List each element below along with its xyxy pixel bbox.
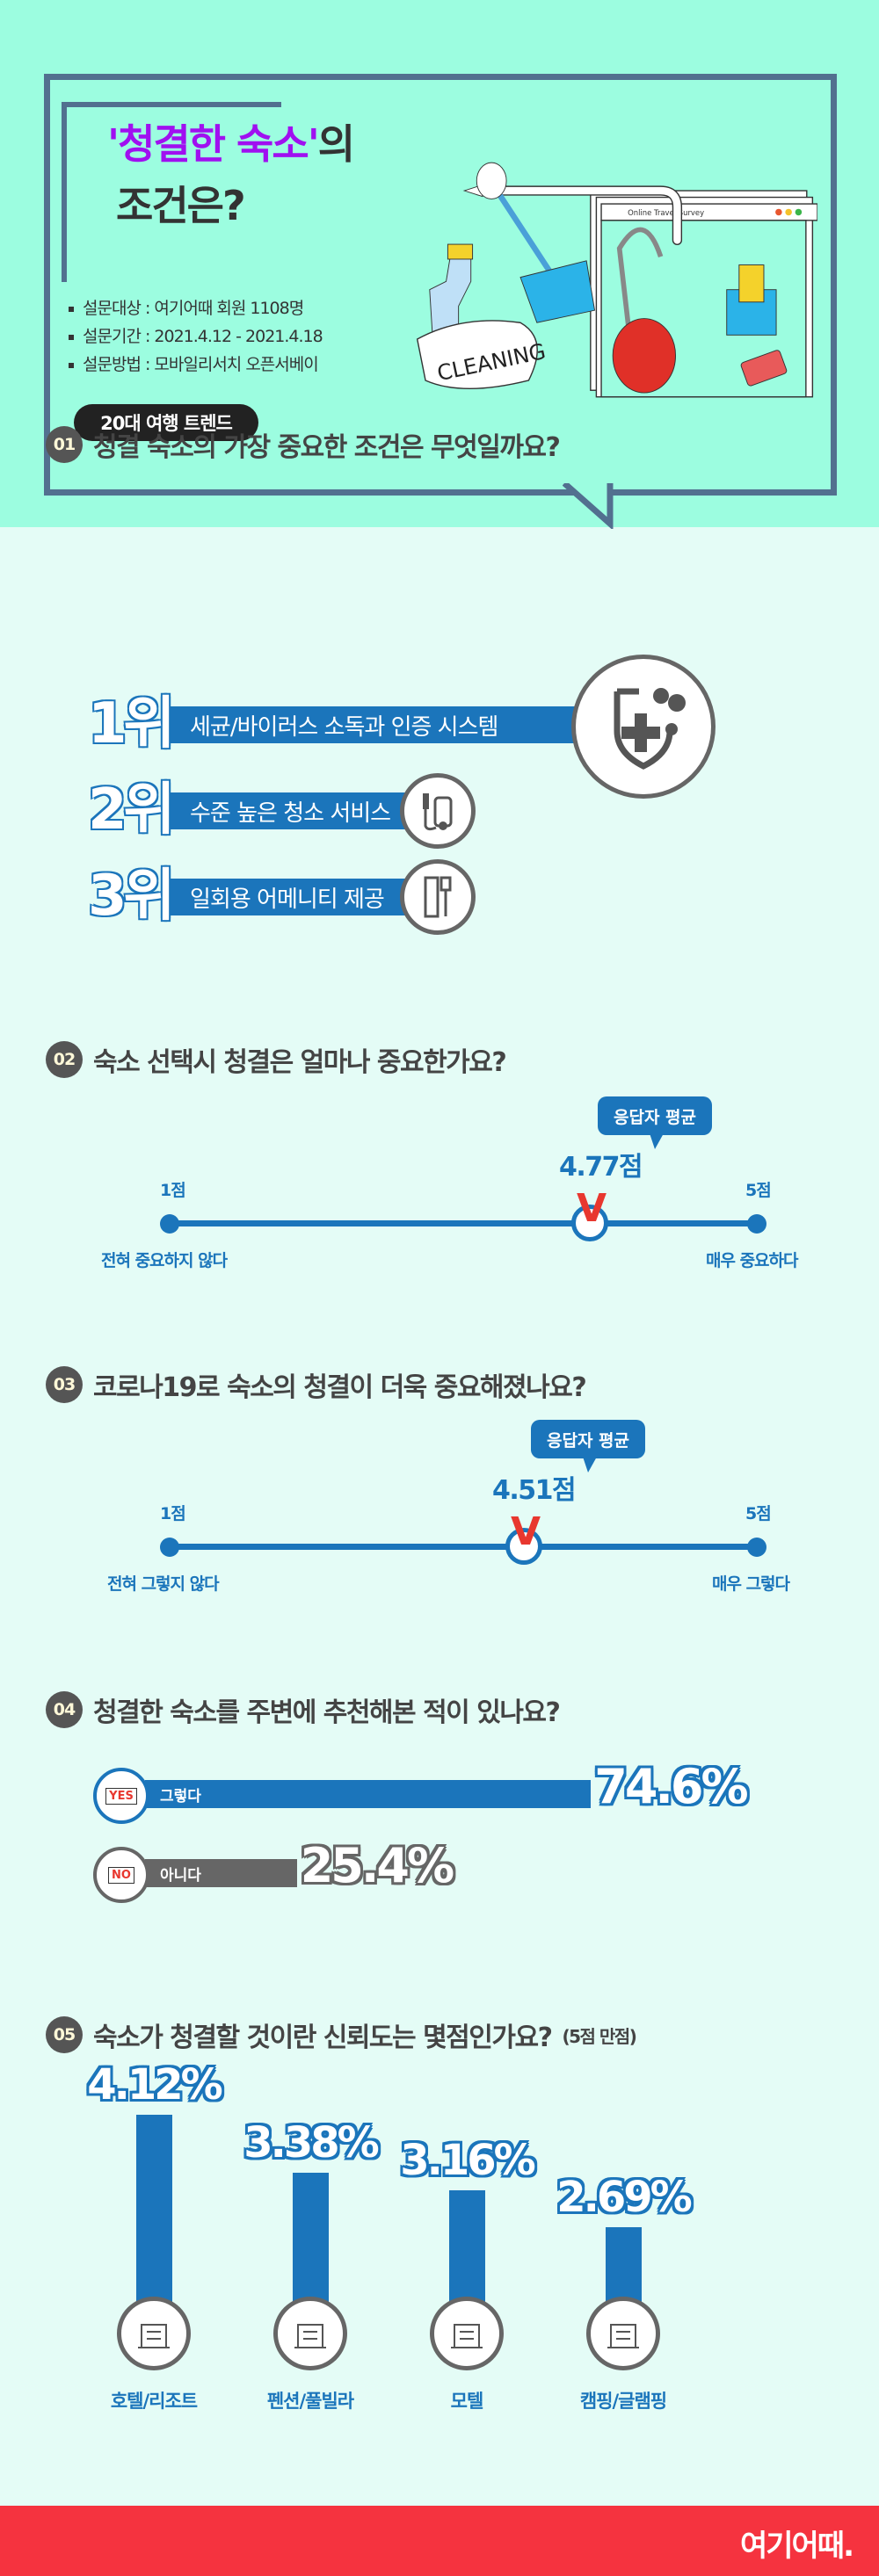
corner-line-top (62, 102, 281, 107)
q2-average-value: 4.77점 (559, 1152, 643, 1183)
trend-tag: 20대 여행 트렌드 (74, 404, 258, 441)
hotel-icon (117, 2297, 191, 2370)
q5-category-label: 호텔/리조트 (110, 2391, 198, 2412)
q3-max-dot (747, 1538, 766, 1557)
q5-bar (136, 2114, 172, 2302)
speech-bubble-frame (44, 74, 837, 496)
q4-heading: 04 청결한 숙소를 주변에 추천해본 적이 있나요? (46, 1690, 561, 1729)
q3-scale-line (170, 1544, 756, 1550)
q5-heading: 05 숙소가 청결할 것이란 신뢰도는 몇점인가요? (5점 만점) (46, 2015, 637, 2054)
q5-bar-value: 4.12% (87, 2059, 223, 2109)
q3-average-value: 4.51점 (492, 1475, 577, 1506)
q5-note: (5점 만점) (562, 2025, 636, 2047)
q5-category-label: 캠핑/글램핑 (579, 2391, 667, 2412)
q5-bar-value: 3.38% (243, 2118, 380, 2168)
q3-max-label: 5점 (745, 1504, 772, 1523)
rank-3-label: 3위 (88, 864, 175, 929)
q4-answer-value: 74.6% (594, 1759, 748, 1814)
rank-2-label: 2위 (88, 778, 175, 843)
yes-hand-icon: YES (105, 1787, 137, 1805)
q3-number-badge: 03 (46, 1366, 83, 1403)
q2-number-badge: 02 (46, 1041, 83, 1078)
q1-number-badge: 01 (46, 426, 83, 463)
q2-scale-line (170, 1220, 756, 1226)
q2-max-label: 5점 (745, 1181, 772, 1200)
q3-min-desc: 전혀 그렇지 않다 (107, 1574, 220, 1594)
pension-icon (273, 2297, 347, 2370)
corner-line-left (62, 102, 67, 282)
q2-average-bubble: 응답자 평균 (598, 1096, 712, 1149)
q3-max-desc: 매우 그렇다 (712, 1574, 790, 1594)
q2-max-dot (747, 1214, 766, 1234)
q5-bar-value: 3.16% (400, 2136, 536, 2186)
title-accent: '청결한 숙소' (107, 120, 320, 168)
survey-method: 설문방법 : 모바일리서치 오픈서베이 (69, 351, 319, 375)
survey-window-title: Online Travel Survey (628, 208, 704, 217)
q2-average-marker (571, 1205, 608, 1241)
q1-question: 청결 숙소의 가장 중요한 조건은 무엇일까요? (93, 432, 561, 463)
tent-icon (586, 2297, 660, 2370)
q4-answer-icon: YES (93, 1768, 149, 1824)
q5-bar (293, 2173, 329, 2302)
q3-average-bubble: 응답자 평균 (531, 1420, 645, 1473)
q5-bar (449, 2190, 485, 2302)
hero-banner: '청결한 숙소'의 조건은? 설문대상 : 여기어때 회원 1108명 설문기간… (0, 0, 879, 529)
q4-answer-bar (145, 1780, 592, 1808)
q2-min-desc: 전혀 중요하지 않다 (101, 1251, 228, 1270)
no-hand-icon: NO (108, 1866, 134, 1884)
rank-3-bar: 일회용 어메니티 제공 (167, 879, 413, 915)
q2-min-dot (160, 1214, 179, 1234)
q3-min-label: 1점 (160, 1504, 186, 1523)
survey-target: 설문대상 : 여기어때 회원 1108명 (69, 295, 304, 319)
q3-question: 코로나19로 숙소의 청결이 더욱 중요해졌나요? (93, 1372, 587, 1403)
q3-average-marker (505, 1528, 542, 1565)
q4-answer-label: 그렇다 (160, 1788, 201, 1805)
q4-number-badge: 04 (46, 1691, 83, 1728)
q5-bar-value: 2.69% (556, 2173, 693, 2223)
q3-heading: 03 코로나19로 숙소의 청결이 더욱 중요해졌나요? (46, 1365, 587, 1404)
vacuum-spray-icon (400, 773, 476, 849)
q1-heading: 01 청결 숙소의 가장 중요한 조건은 무엇일까요? (46, 425, 561, 464)
footer-bar: 여기어때. (0, 2506, 879, 2576)
rank-2-bar: 수준 높은 청소 서비스 (167, 792, 413, 829)
check-mark-icon: V (577, 1186, 607, 1231)
q4-answer-label: 아니다 (160, 1867, 201, 1885)
brand-logo: 여기어때. (739, 2529, 854, 2564)
title-line-1: '청결한 숙소'의 (107, 112, 355, 170)
q2-question: 숙소 선택시 청결은 얼마나 중요한가요? (93, 1047, 507, 1078)
q5-category-label: 펜션/풀빌라 (266, 2391, 354, 2412)
speech-bubble-tail (563, 483, 614, 529)
shield-virus-icon (571, 655, 716, 799)
title-suffix: 의 (317, 120, 355, 168)
q5-bar (606, 2227, 642, 2302)
rank-1-bar: 세균/바이러스 소독과 인증 시스템 (167, 706, 580, 743)
q4-answer-icon: NO (93, 1847, 149, 1903)
q4-answer-bar (145, 1859, 297, 1887)
q2-max-desc: 매우 중요하다 (706, 1251, 798, 1270)
motel-icon (430, 2297, 504, 2370)
title-line-2: 조건은? (116, 182, 246, 229)
q5-question: 숙소가 청결할 것이란 신뢰도는 몇점인가요? (93, 2022, 553, 2053)
q2-min-label: 1점 (160, 1181, 186, 1200)
cleaning-illustration: Online Travel Survey CLEANING (416, 162, 817, 398)
rank-1-label: 1위 (88, 691, 175, 756)
check-mark-icon: V (511, 1509, 541, 1554)
q2-heading: 02 숙소 선택시 청결은 얼마나 중요한가요? (46, 1040, 507, 1079)
q3-min-dot (160, 1538, 179, 1557)
q4-answer-value: 25.4% (300, 1838, 454, 1893)
q4-question: 청결한 숙소를 주변에 추천해본 적이 있나요? (93, 1697, 561, 1728)
survey-period: 설문기간 : 2021.4.12 - 2021.4.18 (69, 323, 323, 347)
toiletries-icon (400, 859, 476, 935)
q5-category-label: 모텔 (450, 2391, 484, 2412)
q5-number-badge: 05 (46, 2016, 83, 2053)
